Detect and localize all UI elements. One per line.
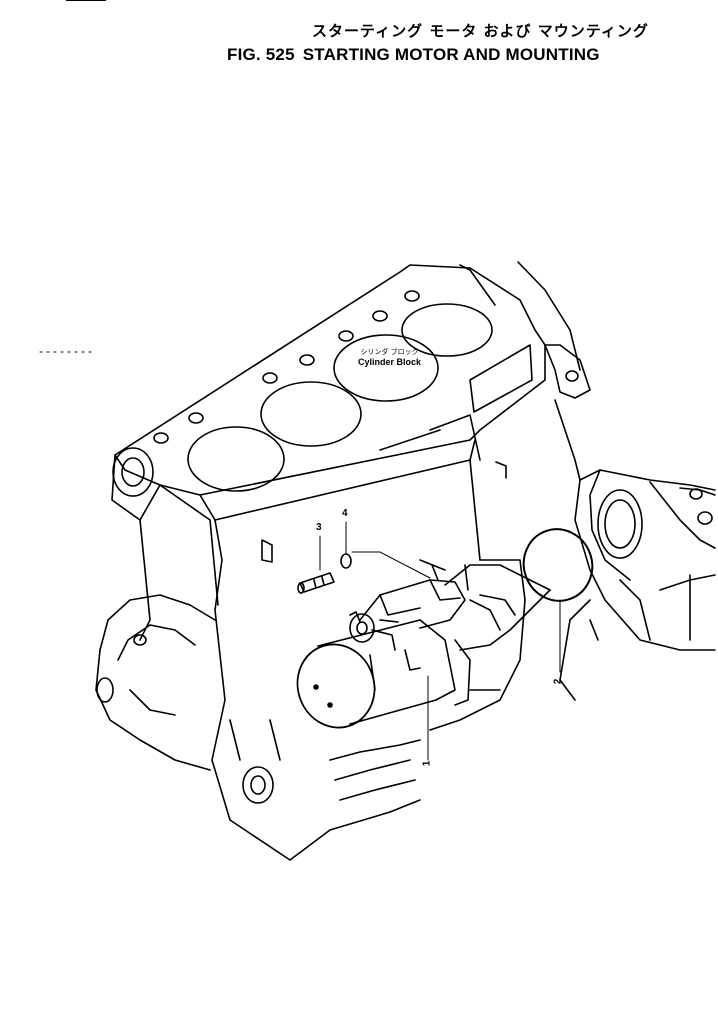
title-japanese: スターティング モータ および マウンティング bbox=[312, 22, 649, 40]
cylinder-block-label: シリンダ ブロック Cylinder Block bbox=[358, 347, 421, 367]
bolt bbox=[297, 535, 335, 594]
figure-number: FIG. 525 bbox=[227, 45, 295, 64]
figure-title-text: STARTING MOTOR AND MOUNTING bbox=[302, 45, 600, 64]
top-rule bbox=[66, 0, 106, 1]
callout-part-1: 1 bbox=[421, 760, 433, 767]
lock-washer bbox=[340, 521, 431, 579]
callout-part-2: 2 bbox=[552, 678, 564, 685]
flywheel-housing bbox=[459, 261, 716, 701]
callout-part-3: 3 bbox=[316, 522, 322, 533]
o-ring bbox=[522, 528, 594, 673]
starting-motor bbox=[296, 559, 551, 729]
callout-part-4: 4 bbox=[342, 508, 348, 519]
cylinder-block-label-jp: シリンダ ブロック bbox=[360, 348, 419, 356]
cylinder-block bbox=[95, 264, 546, 861]
cylinder-block-label-en: Cylinder Block bbox=[358, 357, 422, 367]
figure-title: FIG. 525 STARTING MOTOR AND MOUNTING bbox=[227, 45, 600, 65]
